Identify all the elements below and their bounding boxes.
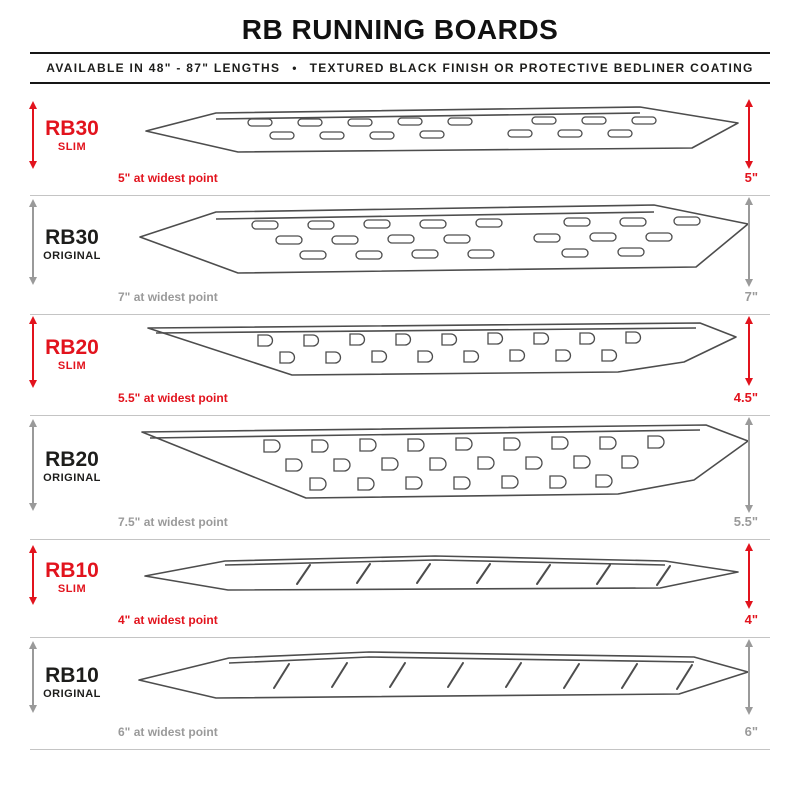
- product-label: RB30 ORIGINAL: [32, 196, 112, 292]
- subtitle-text: AVAILABLE IN 48" - 87" LENGTHS • TEXTURE…: [46, 61, 754, 75]
- product-variant: SLIM: [57, 583, 87, 595]
- right-height-arrow-icon: [748, 550, 750, 602]
- widest-point-label: 4" at widest point: [118, 613, 218, 627]
- height-value: 7": [744, 289, 758, 304]
- left-height-arrow-icon: [32, 648, 34, 706]
- rb10-original-drawing: [134, 646, 754, 708]
- product-name: RB30: [45, 117, 99, 140]
- product-variant: ORIGINAL: [43, 688, 101, 700]
- row-rb30-slim: RB30 SLIM: [30, 98, 770, 196]
- rb20-slim-drawing: [140, 320, 745, 384]
- rb30-original-board-svg: [139, 204, 749, 274]
- page-title: RB RUNNING BOARDS: [241, 14, 559, 45]
- right-height-arrow-icon: [748, 646, 750, 708]
- product-name: RB10: [45, 664, 99, 687]
- height-value: 5": [744, 170, 758, 185]
- widest-point-label: 7" at widest point: [118, 290, 218, 304]
- row-rb20-slim: RB20 SLIM: [30, 315, 770, 416]
- product-name: RB20: [45, 448, 99, 471]
- product-variant: SLIM: [57, 141, 87, 153]
- subtitle-bar: AVAILABLE IN 48" - 87" LENGTHS • TEXTURE…: [30, 52, 770, 84]
- left-height-arrow-icon: [32, 108, 34, 162]
- widest-point-label: 6" at widest point: [118, 725, 218, 739]
- rb20-slim-board-svg: [147, 322, 737, 376]
- rb10-original-board-svg: [138, 651, 749, 699]
- product-name: RB20: [45, 335, 99, 359]
- row-rb10-original: RB10 ORIGINAL 6" at widest point: [30, 638, 770, 750]
- rb30-original-drawing: [134, 201, 754, 283]
- widest-point-label: 7.5" at widest point: [118, 515, 228, 529]
- row-rb20-original: RB20 ORIGINAL: [30, 416, 770, 540]
- rb30-slim-drawing: [140, 104, 745, 162]
- left-height-arrow-icon: [32, 426, 34, 504]
- product-variant: SLIM: [57, 359, 87, 372]
- right-height-arrow-icon: [748, 424, 750, 506]
- widest-point-label: 5.5" at widest point: [118, 391, 228, 405]
- rb20-original-drawing: [134, 422, 754, 510]
- height-value: 6": [744, 724, 758, 739]
- product-label: RB20 SLIM: [32, 315, 112, 393]
- height-value: 4": [744, 612, 758, 627]
- product-label: RB10 ORIGINAL: [32, 638, 112, 727]
- product-name: RB30: [45, 225, 99, 249]
- widest-point-label: 5" at widest point: [118, 171, 218, 185]
- product-label: RB10 SLIM: [32, 540, 112, 615]
- product-name: RB10: [45, 559, 99, 582]
- product-variant: ORIGINAL: [43, 249, 101, 262]
- right-height-arrow-icon: [748, 106, 750, 162]
- right-height-arrow-icon: [748, 204, 750, 280]
- product-label: RB30 SLIM: [32, 98, 112, 173]
- left-height-arrow-icon: [32, 206, 34, 278]
- product-rows: RB30 SLIM: [30, 98, 770, 750]
- height-value: 4.5": [733, 390, 758, 405]
- product-label: RB20 ORIGINAL: [32, 416, 112, 517]
- left-height-arrow-icon: [32, 323, 34, 381]
- left-height-arrow-icon: [32, 552, 34, 598]
- rb10-slim-board-svg: [144, 555, 739, 591]
- row-rb10-slim: RB10 SLIM 4" at widest point: [30, 540, 770, 638]
- rb20-original-board-svg: [141, 424, 749, 499]
- product-variant: ORIGINAL: [43, 472, 101, 484]
- rb30-slim-board-svg: [145, 106, 739, 153]
- rb10-slim-drawing: [140, 552, 745, 598]
- right-height-arrow-icon: [748, 323, 750, 379]
- height-value: 5.5": [733, 514, 758, 529]
- row-rb30-original: RB30 ORIGINAL: [30, 196, 770, 315]
